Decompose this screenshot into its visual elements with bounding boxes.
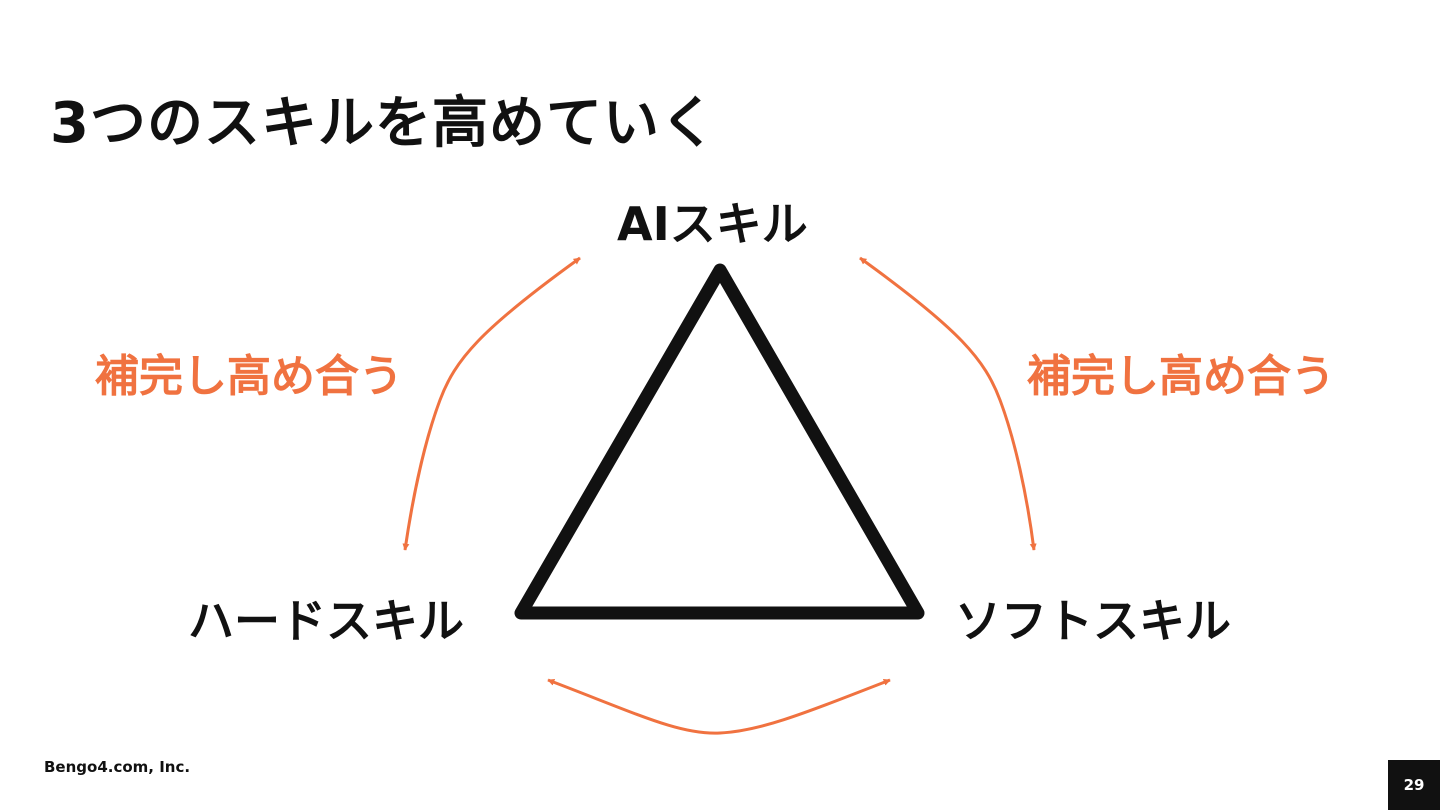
hard-skill-label: ハードスキル — [188, 594, 464, 648]
right-relation-label: 補完し高め合う — [1027, 351, 1335, 402]
ai-skill-label: AIスキル — [617, 197, 808, 251]
bottom-double-arrow — [547, 678, 891, 735]
soft-skill-label: ソフトスキル — [955, 594, 1231, 648]
skills-triangle — [514, 263, 925, 620]
left-relation-label: 補完し高め合う — [95, 351, 403, 402]
page-number: 29 — [1403, 776, 1425, 794]
footer-company-name: Bengo4.com, Inc. — [44, 758, 191, 776]
left-double-arrow — [402, 256, 581, 551]
page-number-box: 29 — [1388, 760, 1440, 810]
right-double-arrow — [859, 256, 1037, 551]
slide-title: 3つのスキルを高めていく — [50, 91, 717, 156]
